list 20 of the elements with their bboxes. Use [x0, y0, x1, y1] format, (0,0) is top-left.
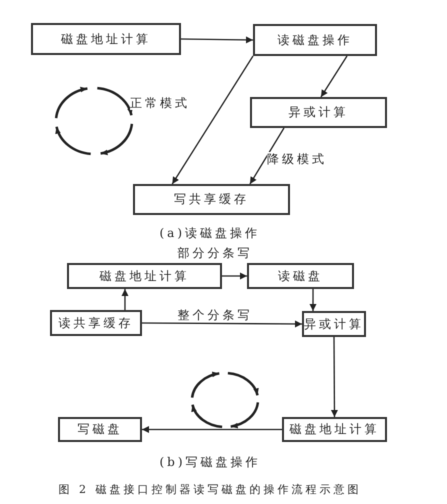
- arrow: [222, 272, 247, 280]
- process-box: 写磁盘: [58, 417, 142, 442]
- process-box: 异或计算: [302, 311, 366, 337]
- arrow: [310, 289, 316, 311]
- arrow: [330, 337, 338, 417]
- process-box: 读磁盘操作: [253, 24, 377, 56]
- arrow: [142, 426, 282, 433]
- process-box: 磁盘地址计算: [31, 23, 181, 55]
- arrow: [181, 36, 253, 44]
- arrow: [121, 289, 128, 310]
- arrow: [320, 56, 348, 98]
- process-box: 读共享缓存: [50, 310, 142, 336]
- arrow: [142, 320, 302, 328]
- process-box: 读磁盘: [247, 263, 354, 289]
- process-box: 写共享缓存: [133, 184, 290, 215]
- process-box: 磁盘地址计算: [282, 417, 387, 442]
- arrow: [172, 56, 254, 184]
- process-box: 磁盘地址计算: [67, 263, 222, 289]
- arrow: [249, 128, 285, 184]
- process-box: 异或计算: [250, 97, 387, 128]
